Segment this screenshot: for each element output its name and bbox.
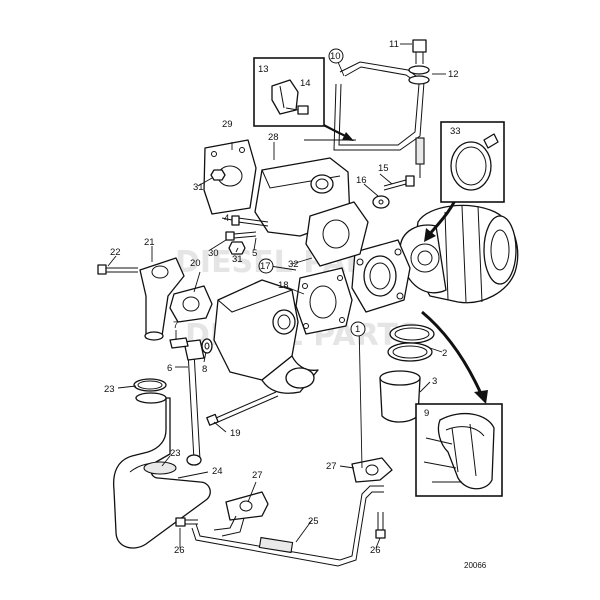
turbo-inlet-flange [351, 239, 411, 313]
exhaust-riser-20 [213, 279, 319, 394]
bolt-30 [225, 231, 257, 241]
callout-26-right: 26 [370, 545, 381, 556]
callout-23-top: 23 [104, 384, 115, 395]
callout-13: 13 [258, 64, 269, 75]
callout-18: 18 [278, 280, 289, 291]
flange-32 [305, 201, 369, 267]
inset-box-33 [440, 121, 505, 203]
fitting-27-left [213, 491, 269, 537]
callout-16: 16 [356, 175, 367, 186]
bolt-4 [231, 215, 269, 227]
callout-10: 10 [330, 51, 341, 62]
gasket-18 [295, 267, 353, 335]
callout-24: 24 [212, 466, 223, 477]
inset-box-9 [415, 403, 503, 497]
figure-reference-number: 20066 [464, 561, 487, 570]
hose-24 [112, 378, 211, 549]
pipe-10 [333, 61, 425, 178]
callout-20: 20 [190, 258, 201, 269]
callout-31: 31 [232, 254, 243, 265]
washer-7 [169, 337, 189, 349]
flange-gasket-20 [169, 285, 213, 323]
callout-3: 3 [432, 376, 437, 387]
bolt-22 [97, 264, 138, 275]
callout-27-right: 27 [326, 461, 337, 472]
bracket-6 [183, 339, 205, 466]
inset-box-13-14 [253, 57, 325, 127]
callout-19: 19 [230, 428, 241, 439]
washers-12 [408, 65, 430, 85]
fitting-27-right [351, 457, 393, 483]
clamp-2 [387, 324, 435, 362]
fitting-16 [372, 195, 390, 209]
bolt-26-right [375, 512, 386, 539]
callout-33: 33 [450, 126, 461, 137]
callout-28: 28 [268, 132, 279, 143]
washer-8 [201, 338, 213, 354]
callout-14: 14 [300, 78, 311, 89]
nut-31-top [210, 169, 226, 181]
callout-6: 6 [167, 363, 172, 374]
callout-21: 21 [144, 237, 155, 248]
callout-22: 22 [110, 247, 121, 258]
callout-17: 17 [260, 261, 271, 272]
callout-15: 15 [378, 163, 389, 174]
callout-8: 8 [202, 364, 207, 375]
inset-pointers [313, 119, 488, 404]
turbocharger [399, 204, 519, 304]
bolt-11 [412, 39, 427, 64]
callout-4: 4 [224, 213, 229, 224]
callout-25: 25 [308, 516, 319, 527]
elbow-21 [139, 257, 185, 341]
callout-11: 11 [389, 39, 399, 50]
callout-2: 2 [442, 348, 447, 359]
callout-23-bottom: 23 [170, 448, 181, 459]
callout-9: 9 [424, 408, 429, 419]
callout-31-top: 31 [193, 182, 204, 193]
callout-7: 7 [173, 320, 178, 331]
callout-labels: 11 12 10 13 14 33 29 28 15 16 31 4 30 31… [104, 39, 461, 556]
gasket-29 [203, 139, 257, 215]
callout-32: 32 [288, 259, 299, 270]
callout-1: 1 [355, 324, 360, 335]
callout-30: 30 [208, 248, 219, 259]
callout-5: 5 [252, 248, 257, 259]
nut-31 [228, 241, 246, 255]
bolt-26-left [175, 517, 198, 527]
callout-29: 29 [222, 119, 233, 130]
sleeve-3 [379, 370, 421, 423]
rod-19 [206, 391, 279, 426]
leader-lines [107, 43, 446, 549]
callout-12: 12 [448, 69, 459, 80]
callout-27-left: 27 [252, 470, 263, 481]
callout-26-left: 26 [174, 545, 185, 556]
pipe-25 [191, 485, 384, 567]
fitting-15 [383, 175, 415, 191]
